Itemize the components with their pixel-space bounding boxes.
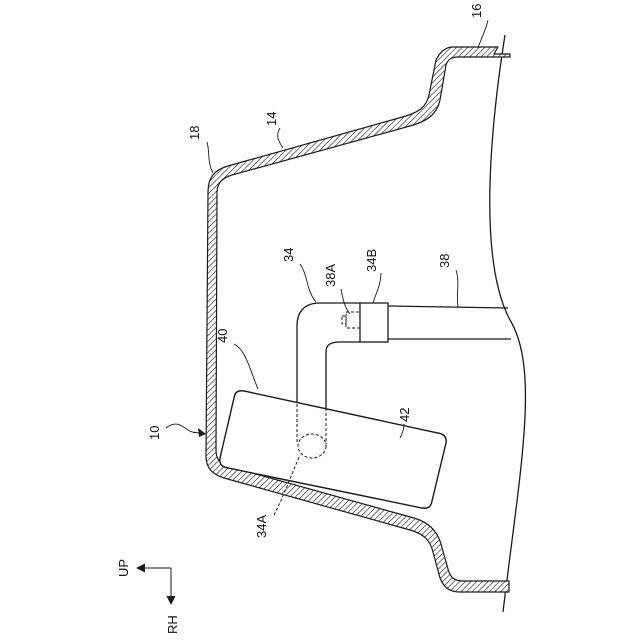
- leader-38a: [341, 289, 350, 314]
- label-38a: 38A: [323, 264, 338, 287]
- label-16: 16: [469, 4, 484, 18]
- hidden-joint-38a: [346, 312, 360, 328]
- label-10: 10: [147, 426, 162, 440]
- leader-10-arrow: [198, 428, 206, 437]
- label-34: 34: [281, 248, 296, 262]
- rh-arrowhead: [167, 596, 176, 605]
- leader-40: [234, 344, 258, 389]
- label-34b: 34B: [364, 249, 379, 272]
- label-rh: RH: [165, 615, 180, 634]
- pipe-34-inner: [326, 342, 360, 408]
- label-up: UP: [116, 559, 131, 577]
- tank-40: [220, 391, 446, 508]
- label-38: 38: [437, 254, 452, 268]
- direction-indicator: UP RH: [116, 559, 180, 634]
- label-40: 40: [215, 329, 230, 343]
- label-34a: 34A: [254, 515, 269, 538]
- leader-14: [278, 128, 283, 148]
- label-18: 18: [187, 126, 202, 140]
- connector-34b: [360, 303, 388, 342]
- up-arrowhead: [136, 564, 145, 573]
- leader-34: [300, 264, 316, 302]
- panel-wall: [206, 47, 510, 592]
- leader-34b: [373, 273, 381, 303]
- boundary-curve: [490, 35, 526, 612]
- hidden-joint-38a-tip: [342, 316, 346, 324]
- pipe-34-outer: [297, 303, 360, 404]
- leader-16: [478, 20, 488, 48]
- pipe-38-top: [388, 306, 508, 308]
- leader-38: [456, 270, 458, 307]
- label-42: 42: [397, 408, 412, 422]
- label-14: 14: [264, 112, 279, 126]
- leader-18: [207, 142, 213, 173]
